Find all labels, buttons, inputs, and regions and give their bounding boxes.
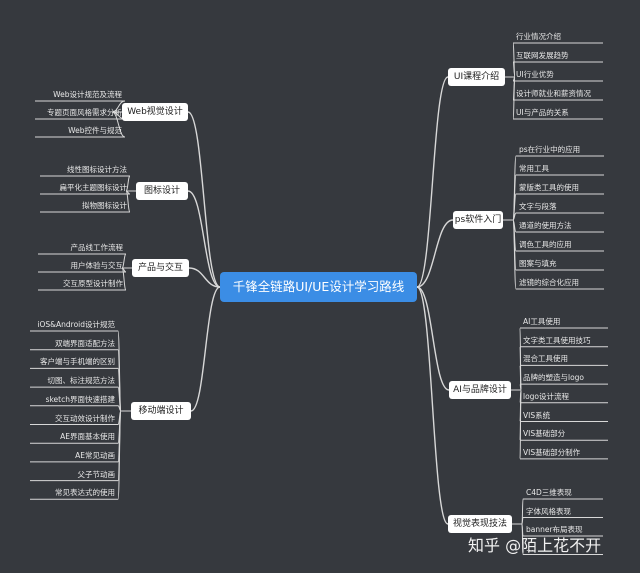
topic-item[interactable]: 文字与段落 (519, 202, 557, 211)
topic-item[interactable]: 父子节动画 (77, 469, 116, 479)
topic-item[interactable]: 线性图标设计方法 (67, 165, 127, 174)
watermark: 知乎 @陌上花不开 (468, 536, 602, 555)
topic-item[interactable]: iOS&Android设计规范 (37, 320, 115, 329)
topic-item[interactable]: VIS系统 (523, 410, 551, 420)
branch-connector (190, 286, 221, 412)
branch-connector (188, 267, 221, 288)
topic-item[interactable]: VIS基础部分制作 (523, 447, 581, 457)
branch-node[interactable]: Web视觉设计 (122, 103, 188, 121)
branch-connector (416, 286, 449, 525)
topic-item[interactable]: banner布局表现 (526, 525, 583, 534)
topic-item[interactable]: 字体风格表现 (526, 506, 571, 516)
topic-item[interactable]: 混合工具使用 (523, 354, 568, 364)
topic-item[interactable]: 专题页面风格需求分析 (47, 108, 122, 117)
topic-item[interactable]: 滤镜的综合化应用 (519, 278, 579, 287)
branch-node[interactable]: UI课程介绍 (448, 68, 505, 86)
topic-item[interactable]: 文字类工具使用技巧 (523, 335, 591, 345)
topic-item[interactable]: 互联网发展趋势 (516, 51, 569, 60)
branch-connector (416, 76, 449, 288)
topic-item[interactable]: 产品线工作流程 (70, 243, 124, 252)
topic-item[interactable]: 常见表达式的使用 (55, 488, 115, 498)
topic-item[interactable]: 调色工具的应用 (519, 240, 572, 249)
topic-item[interactable]: 扁平化主题图标设计 (59, 183, 128, 192)
topic-item[interactable]: Web控件与规范 (68, 126, 122, 135)
topic-item[interactable]: 交互动效设计制作 (55, 413, 115, 423)
topic-item[interactable]: 通道的使用方法 (519, 221, 572, 230)
branch-connector (187, 111, 221, 288)
topic-item[interactable]: ps在行业中的应用 (519, 145, 581, 154)
topic-item[interactable]: 图案与填充 (519, 259, 557, 268)
topic-item[interactable]: 双端界面适配方法 (55, 338, 115, 348)
topic-item[interactable]: 蒙版类工具的使用 (519, 183, 579, 192)
branch-connector (187, 190, 221, 288)
topic-item[interactable]: UI行业优势 (516, 70, 554, 79)
topic-item[interactable]: Web设计规范及流程 (53, 90, 122, 99)
branch-node[interactable]: 视觉表现技法 (448, 515, 512, 533)
topic-item[interactable]: sketch界面快速搭建 (45, 394, 115, 404)
topic-item[interactable]: AI工具使用 (523, 317, 561, 326)
topic-item[interactable]: 行业情况介绍 (516, 32, 561, 41)
topic-item[interactable]: C4D三维表现 (526, 488, 572, 497)
topic-item[interactable]: 拟物图标设计 (82, 201, 127, 210)
topic-item[interactable]: 常用工具 (519, 164, 549, 173)
branch-node[interactable]: 移动端设计 (131, 402, 191, 420)
topic-item[interactable]: AE常见动画 (75, 450, 115, 460)
topic-item[interactable]: 设计师就业和薪资情况 (516, 89, 591, 98)
topic-item[interactable]: logo设计流程 (523, 391, 570, 401)
topic-item[interactable]: 切图、标注规范方法 (47, 376, 116, 386)
topic-item[interactable]: UI与产品的关系 (516, 108, 569, 117)
branch-connector (416, 286, 450, 391)
topic-item[interactable]: AE界面基本使用 (60, 432, 115, 442)
central-topic[interactable]: 千锋全链路UI/UE设计学习路线 (220, 272, 417, 302)
topic-item[interactable]: VIS基础部分 (523, 429, 566, 439)
branch-connector (416, 219, 454, 288)
topic-item[interactable]: 交互原型设计制作 (63, 279, 123, 288)
branch-node[interactable]: 图标设计 (136, 182, 188, 200)
branch-node[interactable]: AI与品牌设计 (449, 381, 511, 399)
topic-item[interactable]: 用户体验与交互 (70, 261, 124, 270)
branch-node[interactable]: 产品与交互 (132, 259, 189, 277)
topic-item[interactable]: 品牌的塑造与logo (523, 373, 585, 383)
branch-node[interactable]: ps软件入门 (453, 211, 503, 229)
topic-item[interactable]: … (526, 543, 534, 553)
topic-item[interactable]: 客户端与手机端的区别 (40, 357, 115, 367)
